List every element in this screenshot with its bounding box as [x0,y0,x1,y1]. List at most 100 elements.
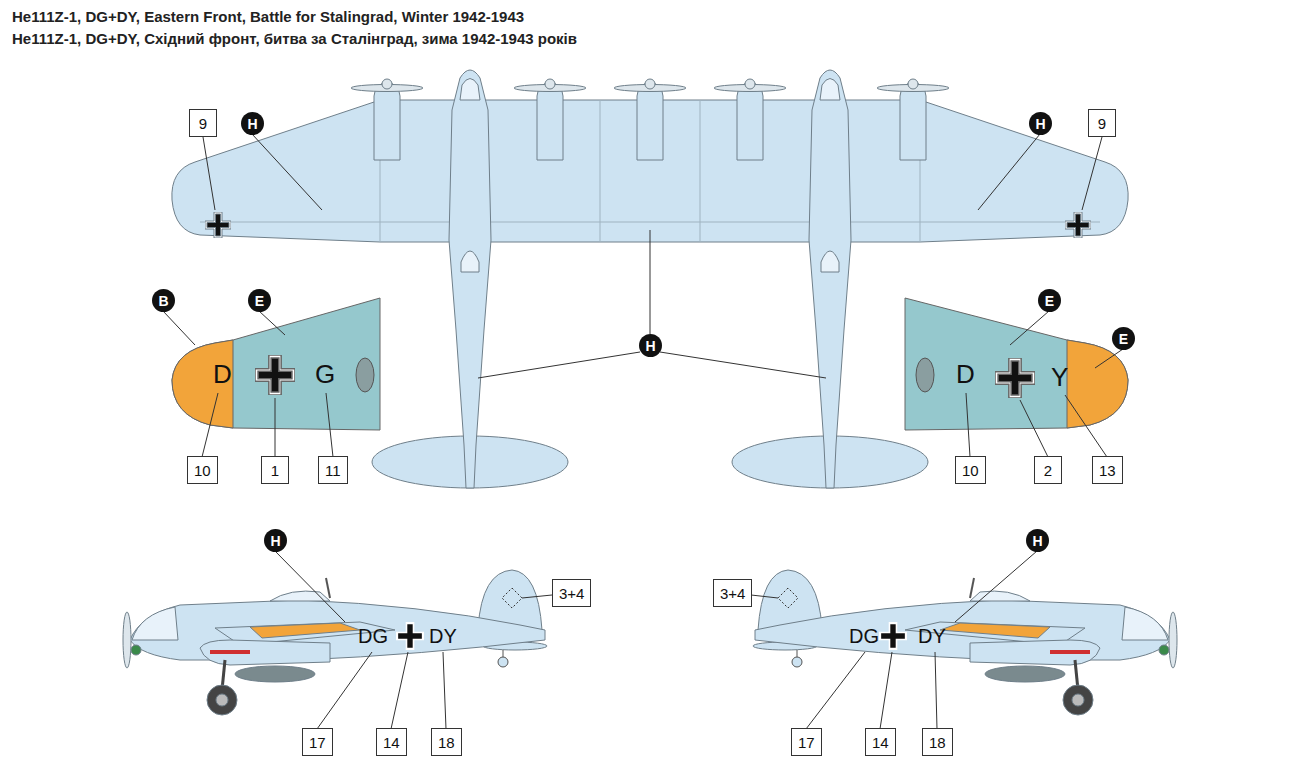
callout-text: 1 [271,462,279,479]
callout-number: 17 [302,728,333,756]
color-code-badge: H [241,112,264,135]
leader-line [660,352,826,378]
side-view [210,650,250,654]
leader-line [443,652,446,729]
side-view [123,570,547,715]
side-view [235,666,315,682]
wing-panel-view [905,298,1128,430]
callout-number: 11 [318,456,348,484]
decal-letter: D [956,360,975,390]
callout-text: 10 [962,462,979,479]
leader-line [966,393,970,457]
leader-line [391,652,408,729]
side-view [131,645,141,655]
leader-line [163,134,1123,729]
side-view [502,588,522,608]
color-code-letter: E [255,293,264,309]
leader-line [1095,349,1123,368]
side-view [200,640,330,665]
leader-line [203,137,215,210]
leader-line [317,652,372,729]
callout-text: 14 [383,734,400,751]
leader-line [259,311,285,335]
callout-text: 17 [798,734,815,751]
decal-letter: Y [1051,363,1068,393]
plan-view [205,212,231,238]
leader-line [880,652,892,729]
wing-panel-view [995,358,1035,398]
plan-view [821,251,839,272]
leader-line [650,230,651,334]
side-view [250,623,360,638]
callout-number: 14 [865,728,896,756]
wing-panel-view [916,358,934,392]
plan-view [461,251,479,272]
callout-text: 3+4 [720,585,745,602]
color-code-badge: H [639,334,662,357]
callout-number: 9 [1088,109,1116,137]
side-view [753,570,1177,715]
plan-view [745,79,755,89]
plan-view [1065,212,1091,238]
plan-view [700,100,701,242]
decal-letter: D [213,360,232,390]
callout-text: 11 [325,462,341,479]
leader-line [163,311,195,345]
callout-number: 1 [261,456,289,484]
leader-line [1020,400,1048,457]
leader-line [1082,137,1102,210]
color-code-letter: E [1045,293,1054,309]
callout-number: 3+4 [713,579,752,607]
callout-text: 17 [309,734,326,751]
color-code-letter: H [1032,533,1042,549]
callout-number: 10 [955,456,986,484]
color-code-badge: B [152,289,175,312]
side-view [498,657,508,667]
leader-line [252,134,322,210]
leader-line [202,393,218,457]
leader-line [806,652,865,729]
leader-line [955,551,1037,622]
plan-view [637,82,663,160]
plan-view [900,82,926,160]
plan-view [374,82,400,160]
plan-view [809,70,851,488]
plan-view [351,79,949,92]
leader-line [275,398,276,457]
national-cross [879,622,907,650]
leader-line [326,393,333,457]
plan-view [600,100,601,242]
decal-letter: G [315,360,335,390]
decal-code: DY [918,625,946,648]
color-code-badge: E [248,289,271,312]
callout-number: 18 [431,728,462,756]
callout-text: 9 [199,115,207,132]
side-view [130,600,545,660]
wing-panel-view [255,355,295,395]
plan-view [460,79,480,101]
plan-view [449,70,491,488]
color-code-badge: E [1038,289,1061,312]
decal-code: DY [429,625,457,648]
callout-number: 18 [922,728,953,756]
plan-view [382,79,392,89]
plan-view [200,222,1100,223]
plan-view [645,79,655,89]
side-view [270,591,330,601]
color-code-letter: E [1119,331,1128,347]
callout-number: 9 [189,109,217,137]
title: He111Z-1, DG+DY, Eastern Front, Battle f… [12,8,524,25]
plan-view [537,82,563,160]
side-view [207,685,237,715]
callout-text: 13 [1099,462,1116,479]
plan-view [545,79,555,89]
callout-text: 2 [1044,462,1052,479]
color-code-letter: H [1035,116,1045,132]
wing-panel-view [1067,340,1128,428]
leader-line [478,352,640,378]
national-cross [396,622,424,650]
subtitle: He111Z-1, DG+DY, Східний фронт, битва за… [12,30,577,47]
wing-panel-view [356,358,374,392]
color-code-badge: H [1026,529,1049,552]
